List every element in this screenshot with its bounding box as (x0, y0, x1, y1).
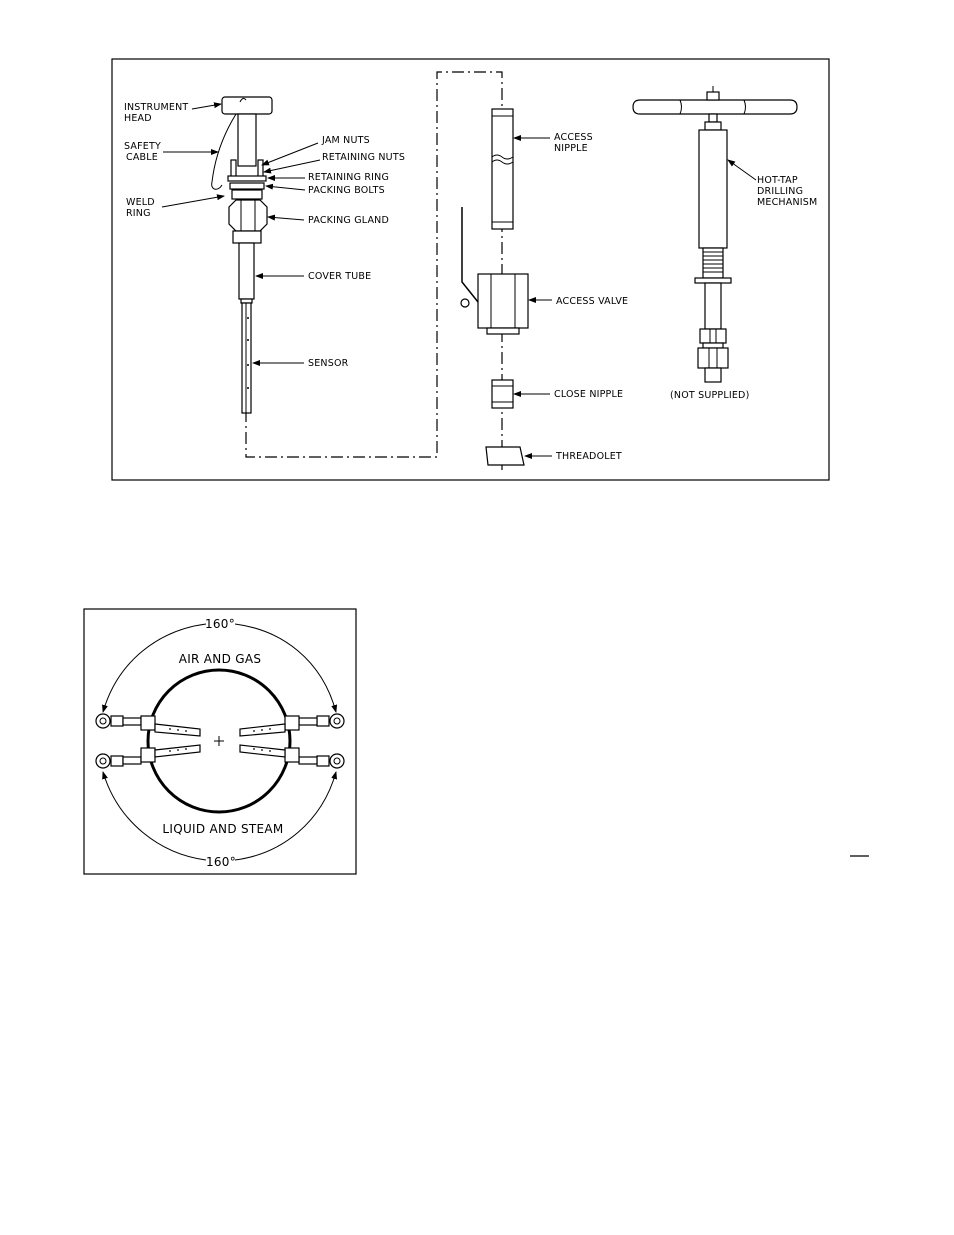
access-hardware-drawing (460, 108, 529, 466)
label-access-nipple-1: ACCESS (554, 132, 593, 143)
figure2-frame (83, 608, 357, 875)
close-nipple (491, 379, 514, 409)
label-retaining-ring: RETAINING RING (308, 172, 389, 183)
angle-top-label: 160° (205, 617, 235, 631)
arc-top-left (102, 623, 207, 713)
label-instrument-head-2: HEAD (124, 113, 152, 124)
instrument-head (221, 96, 273, 115)
label-access-nipple-2: NIPPLE (554, 143, 588, 154)
hot-tap-body (698, 129, 728, 249)
label-sensor: SENSOR (308, 358, 349, 369)
arc-bottom-right (234, 771, 337, 861)
angle-bottom-label: 160° (206, 855, 236, 869)
flow-meter-drawing (211, 96, 273, 414)
label-cover-tube: COVER TUBE (308, 271, 371, 282)
figure1-frame (111, 58, 830, 481)
label-jam-nuts: JAM NUTS (321, 135, 370, 146)
cover-tube (238, 242, 255, 300)
label-weld-ring-1: WELD (126, 197, 155, 208)
safety-cable (211, 113, 237, 190)
arc-bottom-left (102, 771, 207, 861)
access-nipple (491, 108, 514, 230)
threadolet (485, 446, 525, 466)
label-hot-tap-1: HOT-TAP (757, 175, 798, 186)
probe-stem (237, 113, 257, 167)
air-and-gas-label: AIR AND GAS (179, 652, 262, 666)
retaining-ring (227, 175, 267, 182)
label-threadolet: THREADOLET (555, 451, 622, 462)
orientation-diagram: 160° AIR AND GAS LIQUID AND STEAM 160° (83, 608, 357, 875)
label-packing-bolts: PACKING BOLTS (308, 185, 385, 196)
label-access-valve: ACCESS VALVE (556, 296, 628, 307)
label-hot-tap-3: MECHANISM (757, 197, 817, 208)
meter-upper-right (239, 713, 345, 737)
hot-tap-handle (632, 99, 798, 115)
label-safety-cable-2: CABLE (126, 152, 158, 163)
label-hot-tap-2: DRILLING (757, 186, 803, 197)
meter-upper-left (95, 713, 201, 737)
label-retaining-nuts: RETAINING NUTS (322, 152, 405, 163)
meter-lower-left (95, 744, 201, 769)
label-safety-cable-1: SAFETY (124, 141, 161, 152)
hot-tap-drilling-mechanism (632, 86, 798, 383)
label-not-supplied: (NOT SUPPLIED) (670, 390, 749, 401)
installation-diagram: INSTRUMENT HEAD SAFETY CABLE WELD RING J… (111, 58, 830, 481)
packing-gland (228, 199, 268, 232)
pipe-circle (146, 668, 292, 814)
meter-lower-right (239, 744, 345, 769)
assembly-centerline (245, 71, 503, 470)
arc-top-right (234, 623, 338, 713)
liquid-and-steam-label: LIQUID AND STEAM (162, 822, 283, 836)
label-close-nipple: CLOSE NIPPLE (554, 389, 623, 400)
label-packing-gland: PACKING GLAND (308, 215, 389, 226)
label-weld-ring-2: RING (126, 208, 151, 219)
label-instrument-head-1: INSTRUMENT (124, 102, 188, 113)
access-valve (477, 273, 529, 329)
